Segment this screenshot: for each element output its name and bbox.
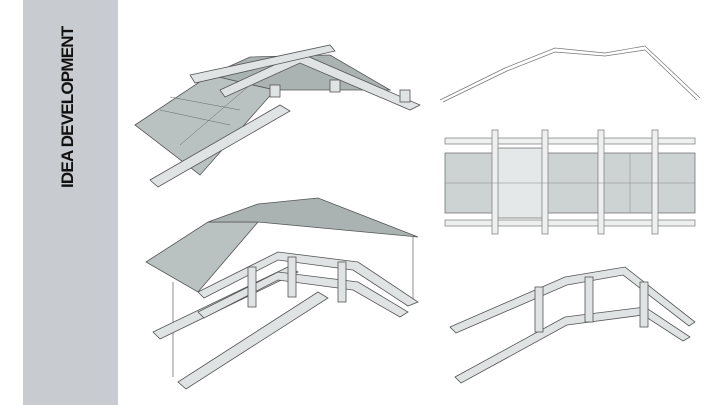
canopy-plan	[444, 129, 696, 235]
canopy-elevation	[439, 45, 701, 103]
canopy-perspective-top	[134, 44, 421, 188]
canopy-structure	[449, 266, 696, 384]
canopy-exploded	[145, 197, 419, 390]
slide-title: IDEA DEVELOPMENT	[58, 26, 77, 188]
sidebar: IDEA DEVELOPMENT	[23, 0, 118, 405]
